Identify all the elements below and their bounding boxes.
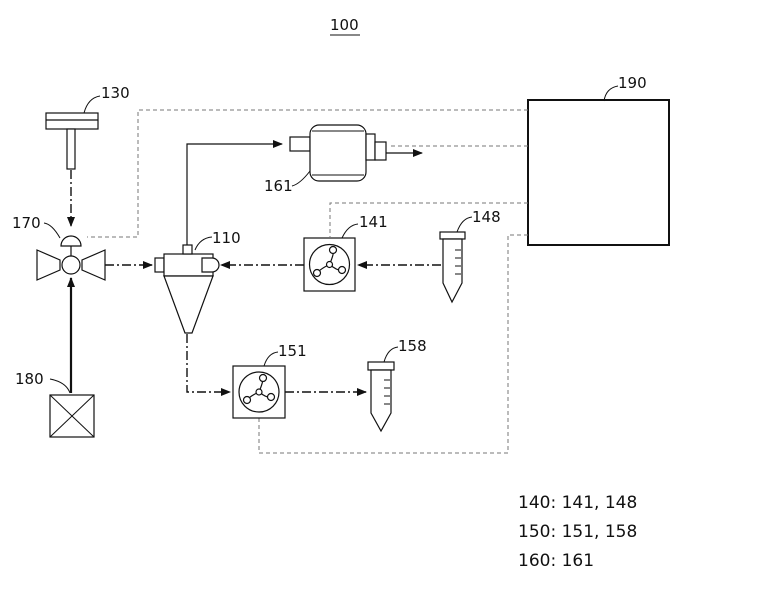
- feed-pump-label: 141: [359, 213, 388, 231]
- feed-tube-label: 148: [472, 208, 501, 226]
- separator-to-out-pump-arrow: [186, 334, 231, 396]
- feed-pump-rotor-icon: [312, 245, 347, 278]
- out-tube-leader: [383, 346, 399, 363]
- separator-inlet-right: [201, 257, 220, 273]
- separator-cone: [163, 275, 214, 334]
- valve-right-wing: [81, 249, 106, 281]
- controller-box: [527, 99, 670, 246]
- pump-top-left-port: [289, 136, 311, 152]
- control-line-out-pump: [258, 234, 528, 454]
- legend-line-1: 140: 141, 148: [518, 493, 637, 513]
- pump-top-leader: [291, 170, 311, 187]
- sensor-head: [45, 112, 99, 130]
- separator-top-outlet: [182, 244, 193, 255]
- legend-line-3: 160: 161: [518, 551, 594, 571]
- feed-tube-cap: [439, 231, 466, 240]
- legend-line-2: 150: 151, 158: [518, 522, 637, 542]
- separator-inlet-left: [154, 257, 165, 273]
- sensor-label: 130: [101, 84, 130, 102]
- source-label: 180: [15, 370, 44, 388]
- valve-label: 170: [12, 214, 41, 232]
- source-cross-b: [49, 394, 95, 438]
- control-line-feed-pump: [329, 202, 528, 237]
- valve-left-wing: [36, 249, 61, 281]
- sensor-stem: [66, 128, 76, 170]
- sensor-leader: [83, 95, 101, 114]
- separator-to-pump-top-arrow: [186, 140, 283, 245]
- out-tube-cap: [367, 361, 395, 371]
- control-line-valve: [87, 109, 528, 238]
- pump-top-flange: [365, 133, 376, 161]
- source-leader: [49, 378, 71, 394]
- feed-tube-leader: [456, 216, 473, 233]
- figure-ref: 100: [330, 16, 359, 34]
- controller-leader: [603, 85, 619, 102]
- out-pump-leader: [263, 351, 279, 367]
- out-pump-label: 151: [278, 342, 307, 360]
- separator-leader: [194, 236, 213, 251]
- pump-top-label: 161: [264, 177, 293, 195]
- out-pump-rotor-icon: [242, 373, 276, 405]
- valve-leader: [43, 222, 61, 239]
- controller-label: 190: [618, 74, 647, 92]
- feed-tube-body: [442, 238, 463, 304]
- separator-label: 110: [212, 229, 241, 247]
- valve-actuator-icon: [60, 235, 82, 247]
- valve-ball: [61, 255, 81, 275]
- pump-top-body: [309, 124, 367, 182]
- out-tube-label: 158: [398, 337, 427, 355]
- feed-pump-leader: [341, 223, 359, 239]
- pump-top-right-port: [374, 141, 387, 161]
- out-tube-body: [370, 369, 392, 433]
